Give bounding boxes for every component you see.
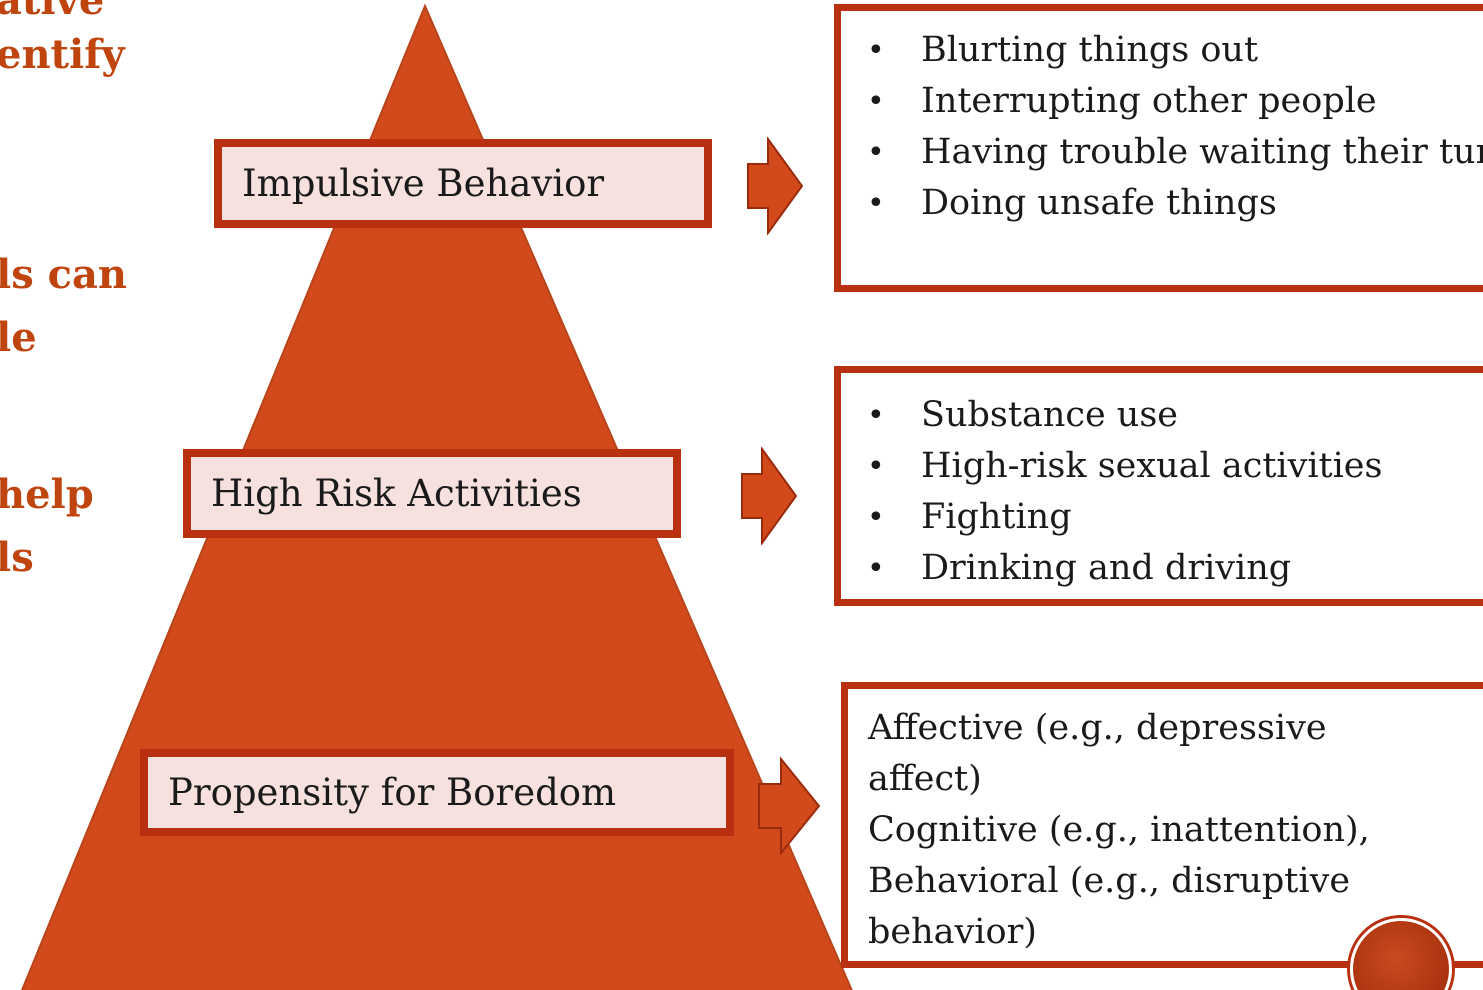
list-item-text: High-risk sexual activities (921, 446, 1383, 486)
bullet-icon: • (867, 84, 885, 119)
high-risk-activities-examples: • Substance use • High-risk sexual activit… (834, 366, 1483, 606)
bullet-icon: • (867, 500, 885, 535)
impulsive-list: • Blurting things out • Interrupting other… (841, 11, 1483, 229)
list-item: • Fighting (841, 492, 1483, 543)
boredom-line: behavior) (868, 912, 1037, 952)
list-item: • Having trouble waiting their turn (841, 127, 1483, 178)
boredom-line: Cognitive (e.g., inattention), (868, 810, 1370, 850)
list-item-text: Substance use (921, 395, 1179, 435)
bullet-icon: • (867, 33, 885, 68)
bullet-icon: • (867, 135, 885, 170)
list-item: • Doing unsafe things (841, 178, 1483, 229)
bullet-icon: • (867, 551, 885, 586)
list-item-text: Drinking and driving (921, 548, 1292, 588)
impulsive-behavior-examples: • Blurting things out • Interrupting other… (834, 4, 1483, 292)
list-item-text: Fighting (921, 497, 1072, 537)
level-boredom-label: Propensity for Boredom (168, 771, 617, 814)
boredom-line: Behavioral (e.g., disruptive (868, 861, 1351, 901)
list-item-text: Interrupting other people (921, 81, 1377, 121)
left-text-line-1: ative (0, 0, 105, 24)
level-impulsive-label: Impulsive Behavior (242, 162, 605, 205)
level-propensity-for-boredom: Propensity for Boredom (140, 749, 734, 836)
left-text-line-2: entify (0, 31, 125, 78)
list-item-text: Blurting things out (921, 30, 1259, 70)
left-text-line-3: ls can (0, 251, 127, 298)
list-item-text: Doing unsafe things (921, 183, 1277, 223)
list-item: • High-risk sexual activities (841, 441, 1483, 492)
list-item: • Interrupting other people (841, 76, 1483, 127)
boredom-dimensions: Affective (e.g., depressive affect) Cogn… (841, 682, 1483, 968)
boredom-line: affect) (868, 759, 982, 799)
level-high-risk-label: High Risk Activities (211, 472, 582, 515)
list-item: • Blurting things out (841, 25, 1483, 76)
list-item: • Substance use (841, 390, 1483, 441)
left-text-line-5: help (0, 471, 94, 518)
level-impulsive-behavior: Impulsive Behavior (214, 139, 712, 228)
bullet-icon: • (867, 449, 885, 484)
high-risk-list: • Substance use • High-risk sexual activit… (841, 373, 1483, 594)
right-arrow-icon (741, 447, 798, 545)
right-arrow-icon (747, 137, 804, 235)
left-text-line-6: ls (0, 534, 34, 581)
list-item: • Drinking and driving (841, 543, 1483, 594)
right-arrow-icon (758, 757, 821, 855)
left-text-line-4: le (0, 314, 37, 361)
list-item-text: Having trouble waiting their turn (921, 132, 1483, 172)
bullet-icon: • (867, 398, 885, 433)
boredom-line: Affective (e.g., depressive (868, 708, 1327, 748)
bullet-icon: • (867, 186, 885, 221)
level-high-risk-activities: High Risk Activities (183, 449, 681, 538)
